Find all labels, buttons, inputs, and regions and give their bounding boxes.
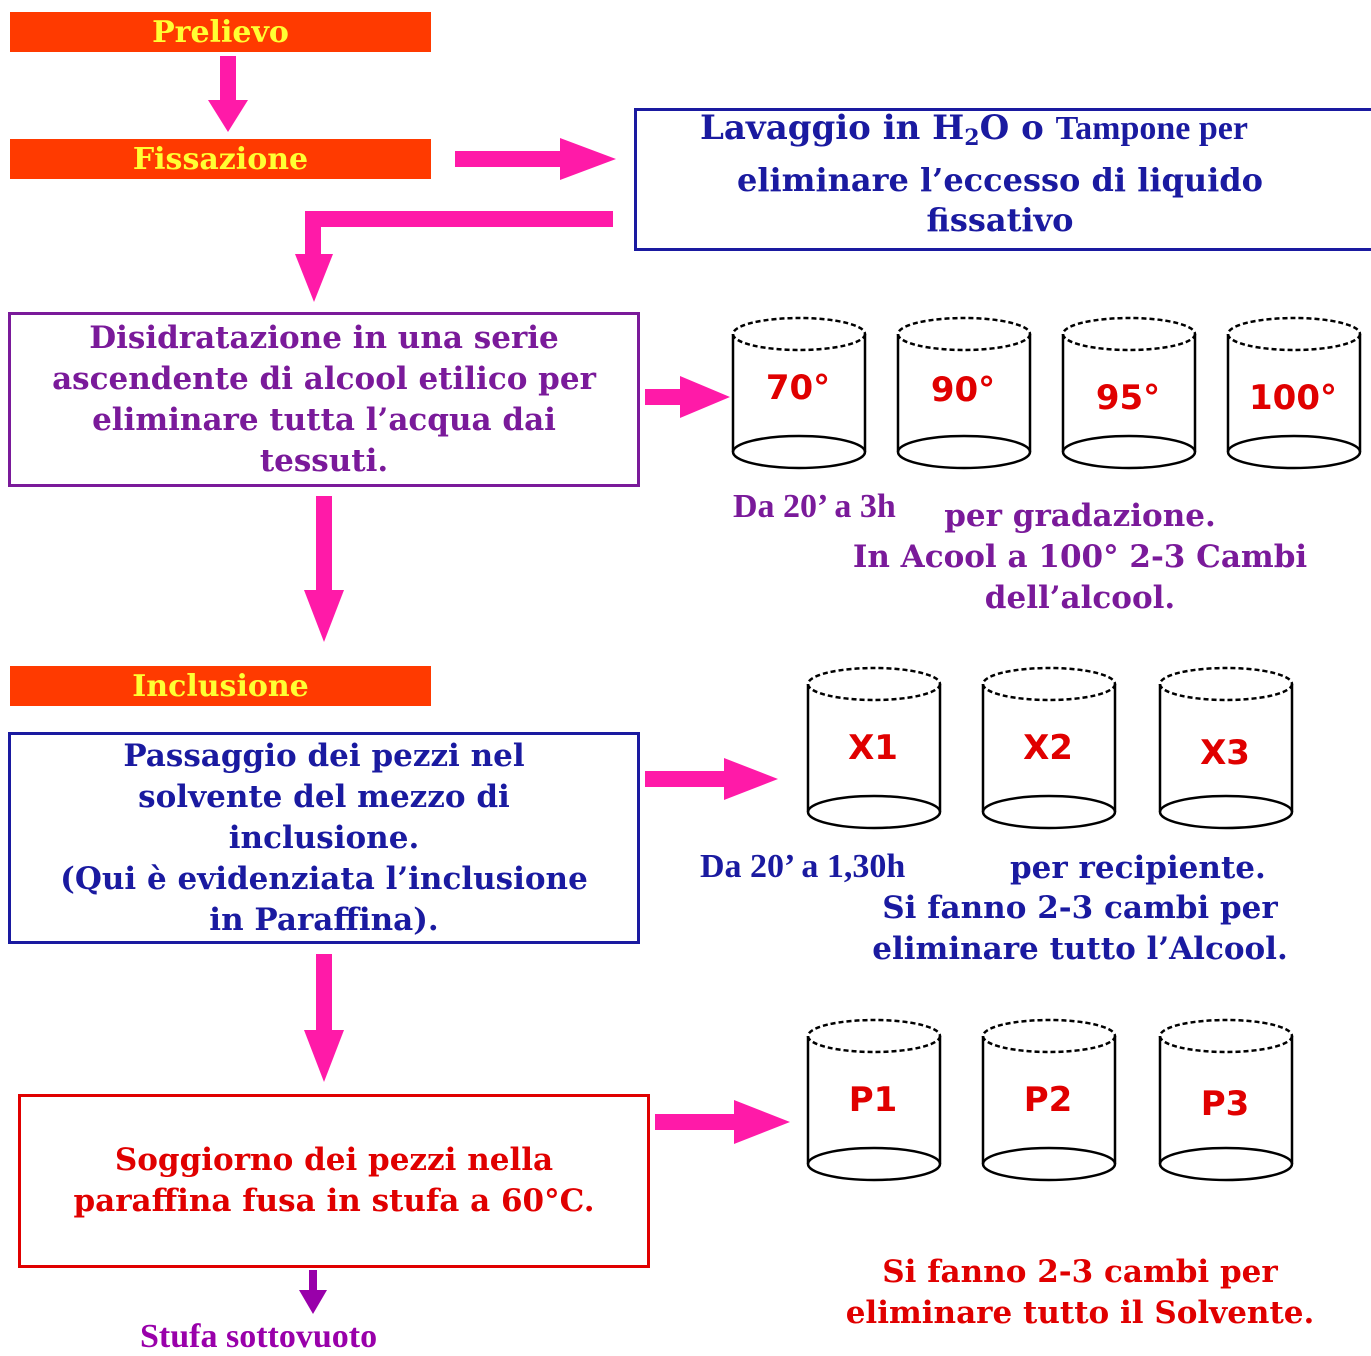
beaker-label-paraffina-2: P2 — [1023, 1080, 1073, 1120]
lavaggio-subscript: 2 — [964, 125, 980, 151]
box-disidratazione: Disidratazione in una serie ascendente d… — [8, 312, 640, 487]
lavaggio-tampone: Tampone per — [1055, 110, 1248, 147]
arrow-passaggio-soggiorno — [304, 954, 344, 1082]
arrow-soggiorno-stufa — [299, 1270, 327, 1314]
beaker-solvente-1 — [806, 666, 942, 830]
step-fissazione: Fissazione — [10, 139, 431, 179]
arrow-prelievo-fissazione — [208, 56, 248, 132]
beaker-alcool-2 — [896, 316, 1032, 470]
beaker-paraffina-2 — [981, 1018, 1117, 1182]
beaker-alcool-4 — [1226, 316, 1362, 470]
passaggio-text: Passaggio dei pezzi nel solvente del mez… — [60, 737, 588, 938]
solvente-note2: Si fanno 2-3 cambi per eliminare tutto l… — [872, 890, 1288, 967]
box-lavaggio — [634, 108, 1371, 251]
lavaggio-part2: O o — [979, 108, 1056, 148]
beaker-label-solvente-1: X1 — [848, 728, 898, 768]
lavaggio-part1: Lavaggio in H — [700, 108, 965, 148]
beaker-alcool-3 — [1061, 316, 1197, 470]
lavaggio-line1: Lavaggio in H2O o Tampone per — [700, 108, 1370, 152]
arrow-soggiorno-paraffina — [655, 1100, 790, 1144]
step-prelievo: Prelievo — [10, 12, 431, 52]
alcool-time: Da 20’ a 3h — [733, 488, 896, 525]
lavaggio-rest: eliminare l’eccesso di liquido fissativo — [736, 161, 1264, 239]
beaker-label-alcool-1: 70° — [765, 368, 831, 408]
arrow-passaggio-solvente — [645, 758, 778, 800]
stufa-label: Stufa sottovuoto — [140, 1318, 378, 1355]
arrow-lavaggio-disidratazione — [295, 211, 613, 302]
beaker-label-alcool-4: 100° — [1249, 378, 1337, 418]
solvente-time: Da 20’ a 1,30h — [700, 848, 906, 885]
paraffina-note: Si fanno 2-3 cambi per eliminare tutto i… — [845, 1254, 1315, 1331]
beaker-label-alcool-2: 90° — [930, 370, 996, 410]
beaker-solvente-2 — [981, 666, 1117, 830]
beaker-label-paraffina-3: P3 — [1200, 1084, 1250, 1124]
solvente-note1: per recipiente. — [1010, 850, 1266, 886]
box-passaggio: Passaggio dei pezzi nel solvente del mez… — [8, 732, 640, 944]
beaker-label-alcool-3: 95° — [1095, 378, 1161, 418]
soggiorno-text: Soggiorno dei pezzi nella paraffina fusa… — [73, 1142, 595, 1219]
beaker-solvente-3 — [1158, 666, 1294, 830]
beaker-paraffina-3 — [1158, 1018, 1294, 1182]
arrow-disidratazione-alcool — [645, 376, 730, 418]
arrow-disidratazione-inclusione — [304, 496, 344, 642]
beaker-paraffina-1 — [806, 1018, 942, 1182]
disidratazione-text: Disidratazione in una serie ascendente d… — [52, 319, 596, 479]
alcool-note: per gradazione. In Acool a 100° 2-3 Camb… — [852, 498, 1308, 616]
beaker-alcool-1 — [731, 316, 867, 470]
beaker-label-solvente-2: X2 — [1023, 728, 1073, 768]
arrow-fissazione-lavaggio — [455, 138, 616, 180]
step-inclusione: Inclusione — [10, 666, 431, 706]
beaker-label-solvente-3: X3 — [1200, 733, 1250, 773]
box-soggiorno: Soggiorno dei pezzi nella paraffina fusa… — [18, 1094, 650, 1268]
beaker-label-paraffina-1: P1 — [848, 1080, 898, 1120]
